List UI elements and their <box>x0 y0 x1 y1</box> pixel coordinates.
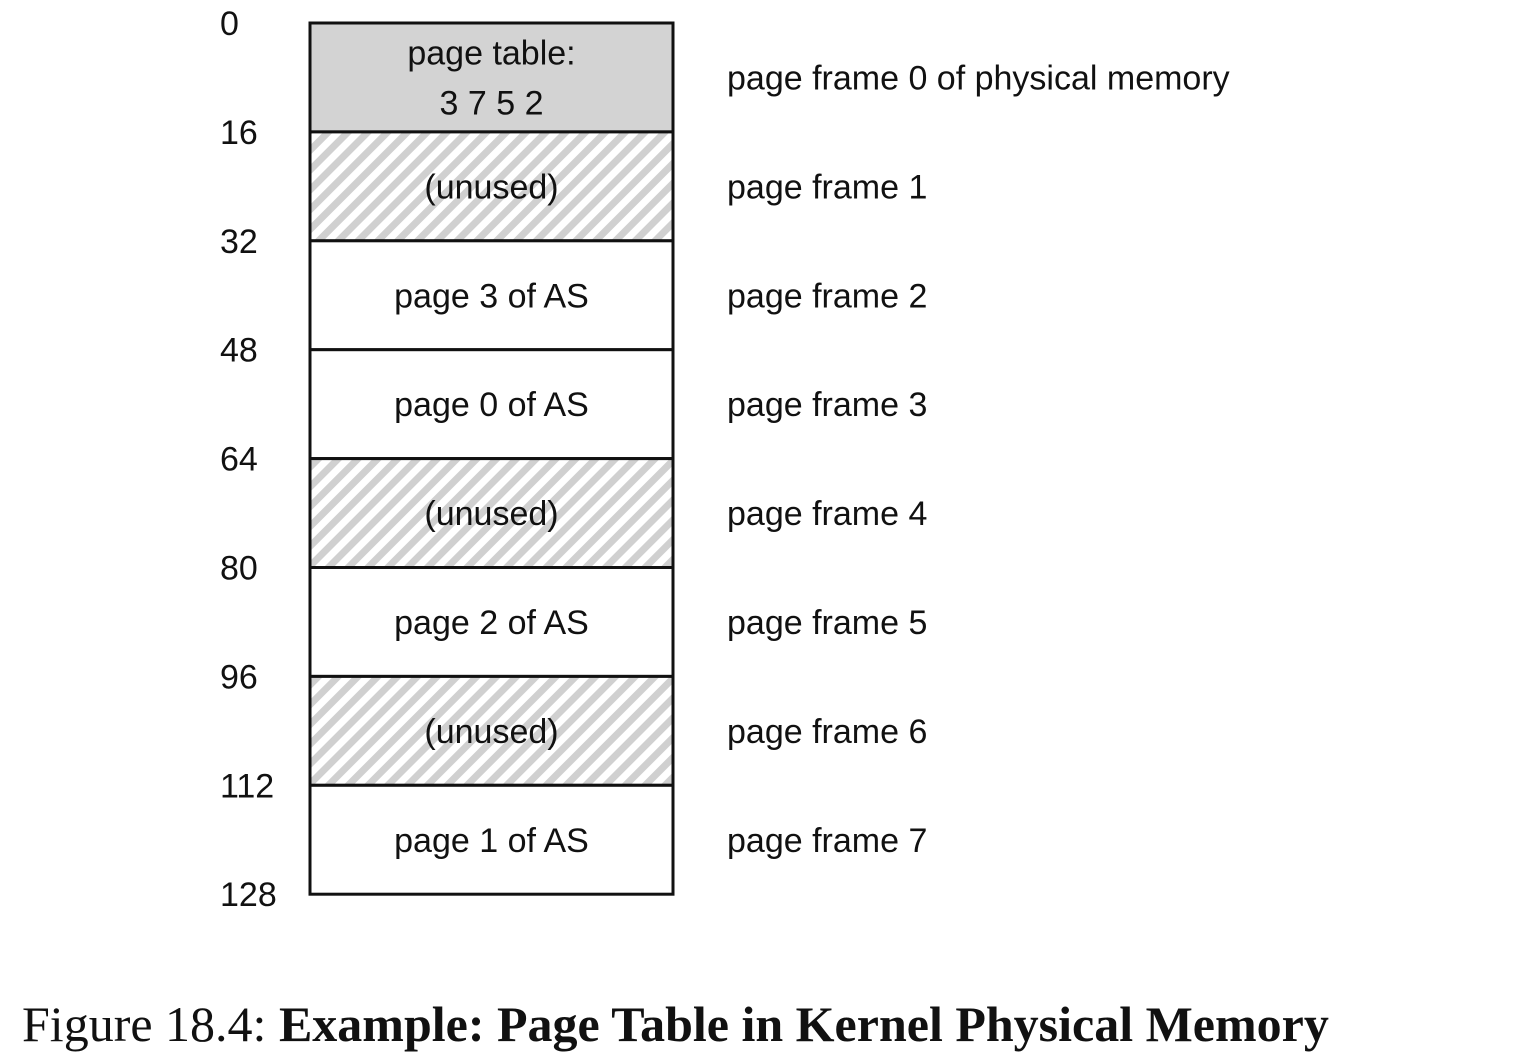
address-label: 128 <box>220 876 277 914</box>
figure-caption: Figure 18.4: Example: Page Table in Kern… <box>22 994 1522 1054</box>
memory-cell-3: page 0 of AS <box>308 348 675 461</box>
address-label: 112 <box>220 767 274 805</box>
memory-cell-0: page table: 3 7 5 2 <box>308 21 675 134</box>
physical-memory-diagram: page table: 3 7 5 2 (unused) page 3 of AS pa… <box>220 5 1230 914</box>
page-frame-label: page frame 5 <box>727 604 927 642</box>
address-label: 32 <box>220 223 258 261</box>
memory-cell-text: (unused) <box>424 495 558 533</box>
address-labels: 0 16 32 48 64 80 96 112 128 <box>220 5 277 914</box>
memory-cell-rect <box>308 783 675 896</box>
memory-cell-text: page 1 of AS <box>394 822 589 860</box>
memory-cells: page table: 3 7 5 2 (unused) page 3 of AS pa… <box>308 21 675 896</box>
page-frame-label: page frame 3 <box>727 386 927 424</box>
address-label: 48 <box>220 332 258 370</box>
memory-cell-rect <box>308 348 675 461</box>
page-frame-label: page frame 4 <box>727 495 927 533</box>
address-label: 16 <box>220 114 258 152</box>
caption-prefix: Figure 18.4: <box>22 996 267 1052</box>
memory-cell-7: page 1 of AS <box>308 783 675 896</box>
memory-cell-6: (unused) <box>308 674 675 787</box>
memory-cell-rect <box>308 130 675 243</box>
memory-cell-2: page 3 of AS <box>308 239 675 352</box>
memory-cell-rect <box>308 21 675 134</box>
page-frame-labels: page frame 0 of physical memory page fram… <box>727 59 1230 859</box>
address-label: 80 <box>220 550 258 588</box>
address-label: 96 <box>220 658 258 696</box>
page-frame-label: page frame 0 of physical memory <box>727 59 1230 97</box>
memory-cell-text: (unused) <box>424 713 558 751</box>
memory-cell-text: (unused) <box>424 168 558 206</box>
page-frame-label: page frame 1 <box>727 168 927 206</box>
page-frame-label: page frame 2 <box>727 277 927 315</box>
memory-cell-text: 3 7 5 2 <box>440 84 544 122</box>
address-label: 64 <box>220 441 258 479</box>
page-frame-label: page frame 7 <box>727 822 927 860</box>
page-frame-label: page frame 6 <box>727 713 927 751</box>
address-label: 0 <box>220 5 239 43</box>
caption-title: Example: Page Table in Kernel Physical M… <box>278 996 1329 1052</box>
memory-cell-5: page 2 of AS <box>308 566 675 678</box>
memory-cell-rect <box>308 239 675 352</box>
memory-cell-text: page table: <box>407 34 575 72</box>
memory-cell-1: (unused) <box>308 130 675 243</box>
memory-cell-text: page 3 of AS <box>394 277 589 315</box>
memory-cell-4: (unused) <box>308 457 675 570</box>
memory-cell-rect <box>308 566 675 678</box>
memory-cell-text: page 0 of AS <box>394 386 589 424</box>
memory-cell-text: page 2 of AS <box>394 604 589 642</box>
